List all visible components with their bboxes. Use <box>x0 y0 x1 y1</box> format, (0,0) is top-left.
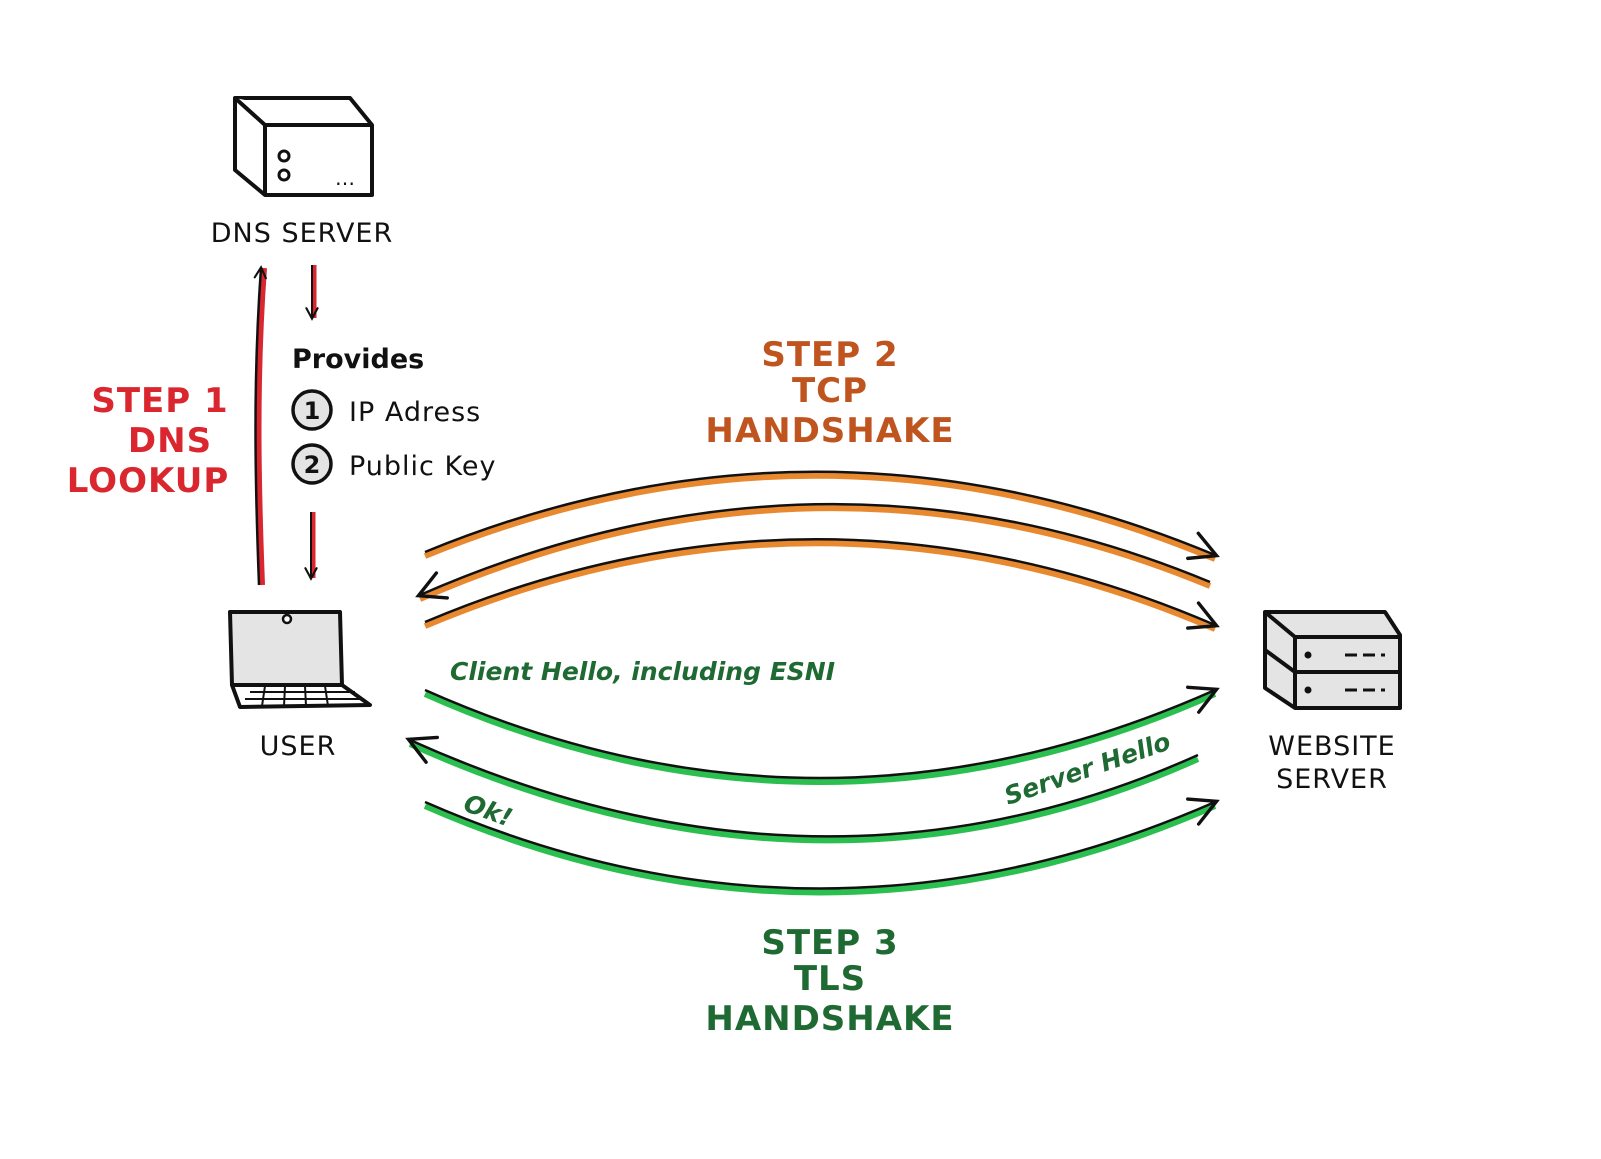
provides-item: 2 Public Key <box>291 443 496 485</box>
number-badge-2 <box>291 443 333 485</box>
number-badge-1 <box>291 389 333 431</box>
dns-response-arrow-top <box>312 265 314 318</box>
svg-text:1: 1 <box>304 397 321 425</box>
dns-response-arrow-bottom <box>311 512 313 578</box>
ok-arrow <box>423 797 1220 896</box>
svg-text:Public Key: Public Key <box>349 451 496 482</box>
tcp-syn-arrow <box>423 470 1220 562</box>
step3-label: STEP 3 TLS HANDSHAKE <box>705 923 954 1039</box>
svg-text:TCP: TCP <box>792 371 868 411</box>
dns-server-label: DNS SERVER <box>211 218 393 249</box>
svg-text:…: … <box>335 166 355 190</box>
server-hello-arrow <box>405 735 1200 844</box>
step1-label: STEP 1 DNS LOOKUP <box>67 381 230 501</box>
provides-item: 1 IP Adress <box>291 389 481 431</box>
svg-text:STEP 1: STEP 1 <box>91 381 228 421</box>
dns-server-icon: … <box>233 96 374 197</box>
website-server-label-1: WEBSITE <box>1268 731 1395 762</box>
svg-text:HANDSHAKE: HANDSHAKE <box>705 999 954 1039</box>
tcp-ack-arrow <box>423 538 1220 632</box>
user-label: USER <box>260 731 337 762</box>
provides-title: Provides <box>292 344 424 375</box>
laptop-icon <box>228 610 372 709</box>
svg-text:2: 2 <box>304 451 321 479</box>
client-hello-label: Client Hello, including ESNI <box>450 657 835 686</box>
step2-label: STEP 2 TCP HANDSHAKE <box>705 335 954 451</box>
svg-text:TLS: TLS <box>794 959 866 999</box>
svg-text:LOOKUP: LOOKUP <box>67 461 230 501</box>
tcp-syn-ack-arrow <box>415 502 1212 602</box>
website-server-label-2: SERVER <box>1276 764 1388 795</box>
svg-text:STEP 3: STEP 3 <box>761 923 898 963</box>
client-hello-arrow <box>423 685 1220 785</box>
svg-text:HANDSHAKE: HANDSHAKE <box>705 411 954 451</box>
svg-text:DNS: DNS <box>128 421 212 461</box>
website-server-icon <box>1263 610 1402 710</box>
svg-text:STEP 2: STEP 2 <box>761 335 898 375</box>
svg-text:IP Adress: IP Adress <box>349 397 481 428</box>
dns-request-arrow <box>256 268 267 586</box>
